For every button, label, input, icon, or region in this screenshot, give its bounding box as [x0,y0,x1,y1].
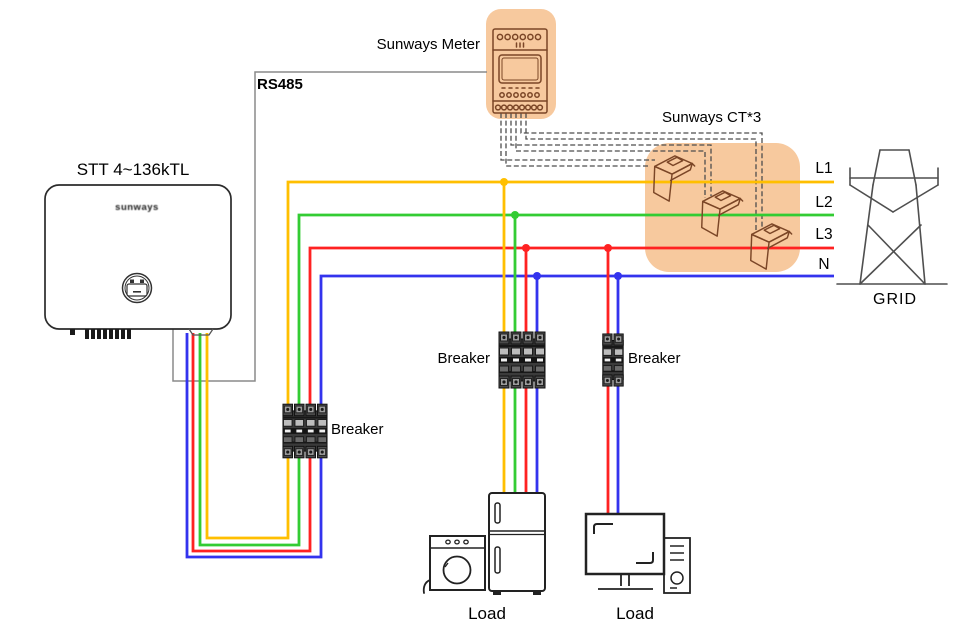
grid-label: GRID [873,291,917,308]
breaker-right-label: Breaker [628,350,681,367]
line-label-l2: L2 [815,194,833,211]
ct2-device [701,190,744,237]
meter-ct1-wire-b [505,113,650,167]
l2-wire [198,213,834,547]
breaker-middle-device [498,331,546,389]
l1-junction-dot [500,178,508,186]
breaker-middle-label: Breaker [437,350,490,367]
inverter-gland-notch [188,328,214,336]
n-wire [185,274,834,559]
washing-machine [422,535,486,594]
meter-ct3-wire-a [520,113,763,228]
inverter-title: STT 4~136kTL [76,160,190,179]
n-junction-dot [533,272,541,280]
meter-label: Sunways Meter [376,36,480,53]
line-label-l1: L1 [815,160,833,177]
breaker-right-device [602,333,624,387]
l3-junction2-dot [604,244,612,252]
l2-junction-dot [511,211,519,219]
l3-junction-dot [522,244,530,252]
ct1-device [653,155,696,202]
monitor [584,512,666,590]
computer [584,512,691,594]
ct3-device [750,223,793,270]
l1-wire [205,180,834,540]
inverter-bottom-connectors [70,329,131,339]
breaker-left-label: Breaker [331,421,384,438]
rs485-label: RS485 [257,76,303,93]
rs485-wire [172,71,487,382]
meter-ct2-wire-a [510,113,712,196]
load-left-label: Load [468,604,506,623]
inverter-device: sunways [44,184,232,339]
n-junction2-dot [614,272,622,280]
inverter-dial [121,272,153,304]
meter-device [492,28,548,114]
load-right-label: Load [616,604,654,623]
meter-ct3-wire-b [525,113,757,230]
meter-ct1-wire-a [500,113,655,161]
pc-tower [663,537,691,594]
inverter-logo: sunways [115,202,159,213]
refrigerator [488,492,546,595]
l3-wire [191,246,834,553]
grid-tower [836,149,948,285]
meter-ct2-wire-b [515,113,706,198]
breaker-left-device [282,403,328,459]
line-label-l3: L3 [815,226,833,243]
line-label-n: N [818,256,830,273]
ct-label: Sunways CT*3 [662,109,762,126]
